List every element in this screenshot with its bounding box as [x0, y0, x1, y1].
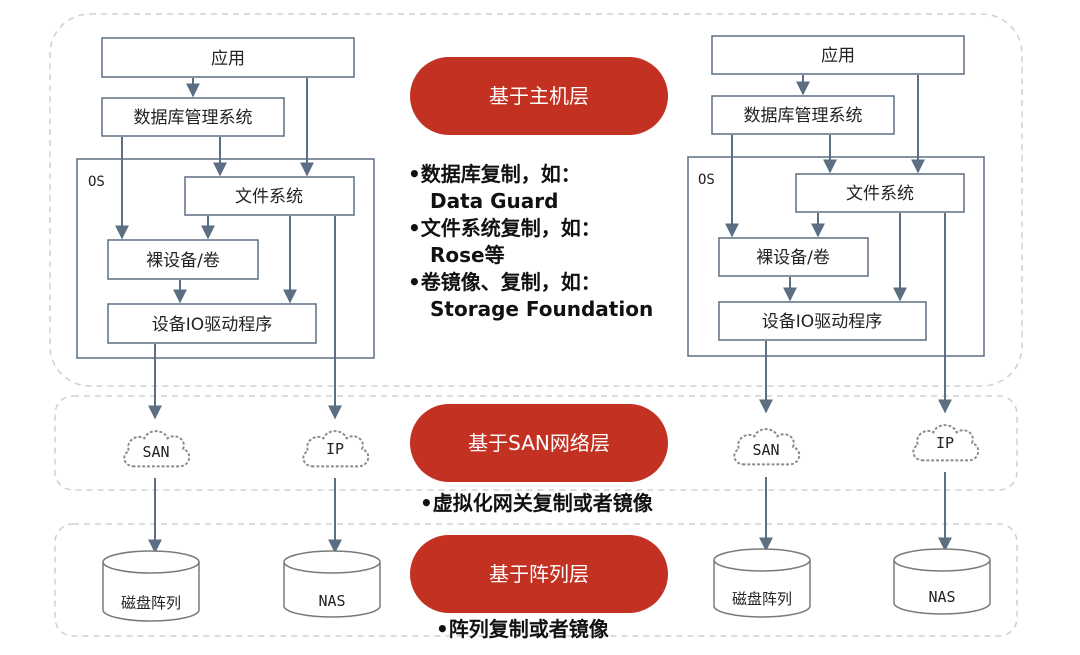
- left-fs-box: [184, 176, 355, 216]
- left-driver-box: [107, 303, 317, 344]
- left-fs-label: 文件系统: [235, 187, 303, 207]
- array-layer-region: [54, 523, 1018, 637]
- host-bullet-4: •卷镜像、复制，如：: [408, 270, 601, 294]
- left-san-label: SAN: [142, 443, 169, 461]
- right-ip-label: IP: [936, 434, 954, 452]
- right-app-box: [711, 35, 965, 75]
- left-host-stack: 应用 数据库管理系统 OS 文件系统 裸设备/卷 设备IO驱动程序 SAN: [76, 37, 381, 622]
- left-driver-label: 设备IO驱动程序: [152, 315, 272, 335]
- san-bullet: •虚拟化网关复制或者镜像: [420, 491, 654, 515]
- left-os-label: OS: [88, 174, 105, 190]
- right-volume-label: 裸设备/卷: [756, 248, 830, 268]
- right-os-label: OS: [698, 172, 715, 188]
- host-layer-region: [49, 13, 1023, 387]
- san-layer-pill-label: 基于SAN网络层: [468, 431, 610, 455]
- right-fs-label: 文件系统: [846, 184, 914, 204]
- left-volume-box: [107, 239, 259, 280]
- right-dbms-box: [711, 95, 895, 135]
- host-bullet-1: Data Guard: [430, 189, 558, 213]
- san-layer-pill: [410, 404, 668, 482]
- left-dbms-box: [101, 97, 285, 137]
- array-bullet: •阵列复制或者镜像: [436, 617, 610, 641]
- left-app-box: [101, 37, 355, 78]
- host-layer-pill-label: 基于主机层: [489, 84, 589, 108]
- left-dbms-label: 数据库管理系统: [134, 108, 253, 128]
- right-driver-box: [718, 301, 927, 341]
- right-disk-array-label: 磁盘阵列: [732, 590, 792, 608]
- right-dbms-label: 数据库管理系统: [744, 106, 863, 126]
- left-disk-array-label: 磁盘阵列: [121, 594, 181, 612]
- left-nas-label: NAS: [318, 592, 345, 610]
- right-host-stack: 应用 数据库管理系统 OS 文件系统 裸设备/卷 设备IO驱动程序 SAN IP: [687, 35, 991, 618]
- right-nas-label: NAS: [928, 588, 955, 606]
- right-os-frame: [687, 156, 985, 357]
- array-layer-pill-label: 基于阵列层: [489, 562, 589, 586]
- host-bullet-0: •数据库复制，如：: [408, 162, 581, 186]
- left-app-label: 应用: [211, 49, 245, 69]
- right-san-label: SAN: [752, 441, 779, 459]
- array-layer-pill: [410, 535, 668, 613]
- right-volume-box: [718, 237, 869, 277]
- host-layer-pill: [410, 57, 668, 135]
- left-nas-icon: [283, 550, 381, 618]
- host-bullet-3: Rose等: [430, 243, 505, 267]
- host-bullet-2: •文件系统复制，如：: [408, 216, 601, 240]
- left-ip-label: IP: [326, 440, 344, 458]
- right-disk-array-icon: [713, 548, 811, 618]
- right-nas-icon: [893, 548, 991, 615]
- host-bullet-5: Storage Foundation: [430, 297, 653, 321]
- left-disk-array-icon: [102, 550, 200, 622]
- right-app-label: 应用: [821, 46, 855, 66]
- san-layer-region: [54, 395, 1018, 491]
- right-fs-box: [795, 173, 965, 213]
- left-volume-label: 裸设备/卷: [146, 251, 220, 271]
- left-os-frame: [76, 158, 375, 359]
- right-driver-label: 设备IO驱动程序: [762, 312, 882, 332]
